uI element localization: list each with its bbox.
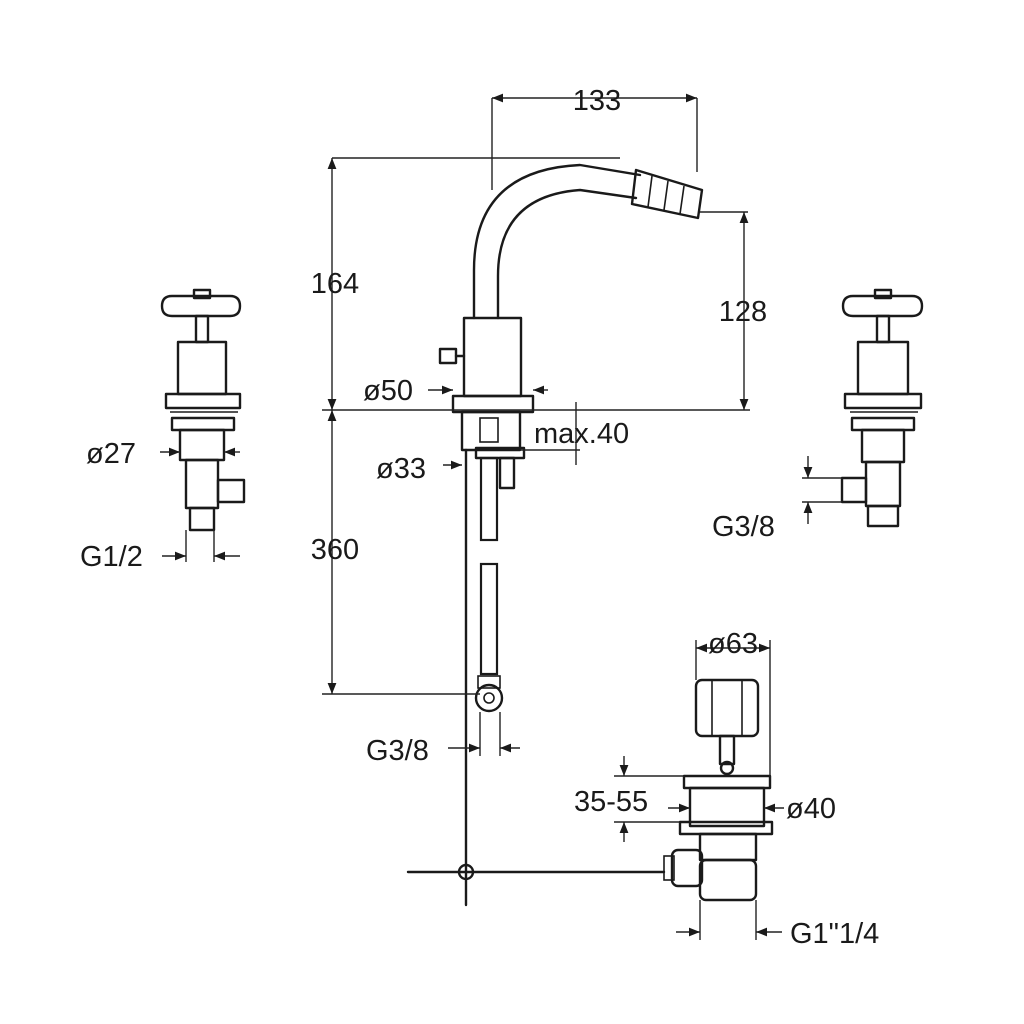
label-o27: ø27 [86,438,136,470]
label-max40: max.40 [534,418,629,450]
pop-up-waste [406,678,774,902]
label-128: 128 [719,296,767,328]
label-g12: G1/2 [80,541,143,573]
label-164: 164 [311,268,359,300]
dimension-g12 [162,530,240,562]
label-g38-valve: G3/8 [712,511,775,543]
label-o33: ø33 [376,453,426,485]
spout-body [438,163,704,907]
dimension-360 [322,410,480,695]
label-o50: ø50 [363,375,413,407]
dimension-g38-valve [802,456,842,524]
dimension-o63 [695,640,771,780]
dimension-g1-1-4 [676,900,782,940]
dimension-164 [327,157,620,410]
flexible-hoses [474,456,504,713]
dimension-128 [700,211,749,410]
label-360: 360 [311,534,359,566]
dimension-35-55 [614,756,684,842]
label-g1-1-4: G1"1/4 [790,918,879,950]
label-g38-hose: G3/8 [366,735,429,767]
dimension-max40 [520,402,580,465]
label-o63: ø63 [708,628,758,660]
dimension-133 [491,93,698,190]
left-cross-handle-valve [160,288,246,532]
label-35-55: 35-55 [574,786,648,818]
label-o40: ø40 [786,793,836,825]
label-133: 133 [573,85,621,117]
right-cross-handle-valve [840,288,924,528]
dimension-g38-hose [448,712,520,756]
